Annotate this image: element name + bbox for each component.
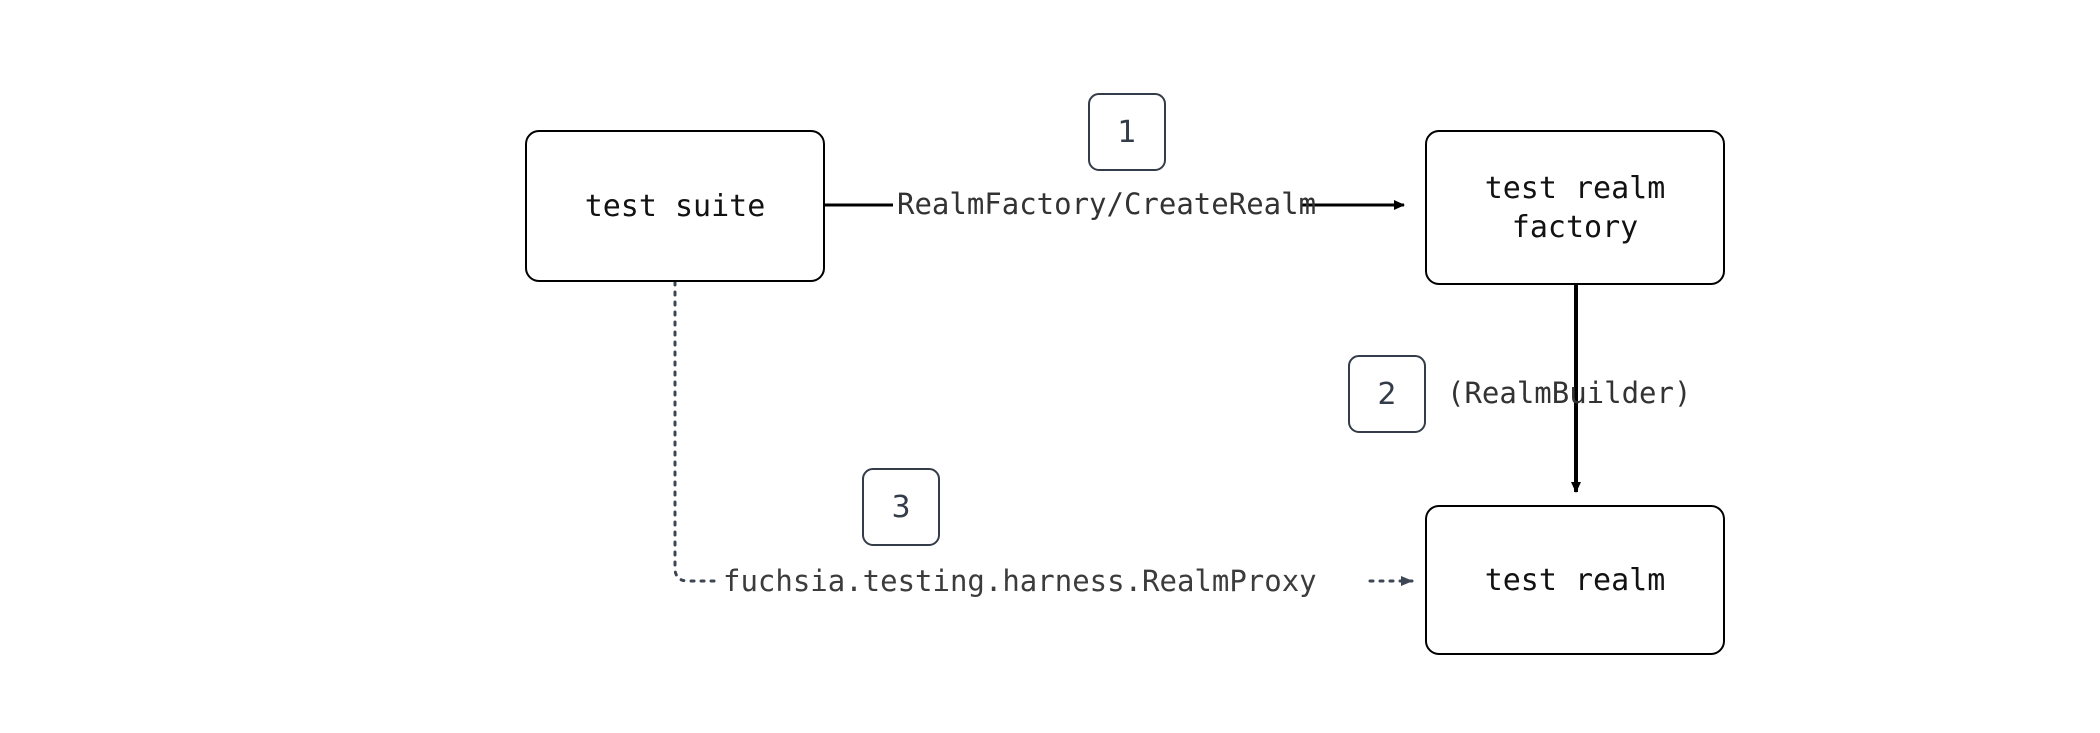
node-test-suite[interactable]: test suite	[525, 130, 825, 282]
node-test-realm[interactable]: test realm	[1425, 505, 1725, 655]
step-badge-1-number: 1	[1117, 114, 1137, 150]
step-badge-2[interactable]: 2	[1348, 355, 1426, 433]
edge-realm-proxy-path-left	[673, 280, 718, 583]
edge-label-realm-proxy: fuchsia.testing.harness.RealmProxy	[723, 564, 1317, 598]
step-badge-3-number: 3	[891, 489, 911, 525]
edge-realm-proxy	[673, 280, 1414, 586]
edge-label-create-realm: RealmFactory/CreateRealm	[897, 187, 1317, 221]
step-badge-2-number: 2	[1377, 376, 1397, 412]
edge-label-realm-builder: (RealmBuilder)	[1447, 376, 1692, 410]
step-badge-1[interactable]: 1	[1088, 93, 1166, 171]
node-test-realm-label: test realm	[1484, 562, 1666, 598]
step-badge-3[interactable]: 3	[862, 468, 940, 546]
node-test-realm-factory[interactable]: test realm factory	[1425, 130, 1725, 285]
node-test-suite-label: test suite	[584, 188, 766, 224]
node-test-realm-factory-label: test realm factory	[1484, 170, 1666, 245]
